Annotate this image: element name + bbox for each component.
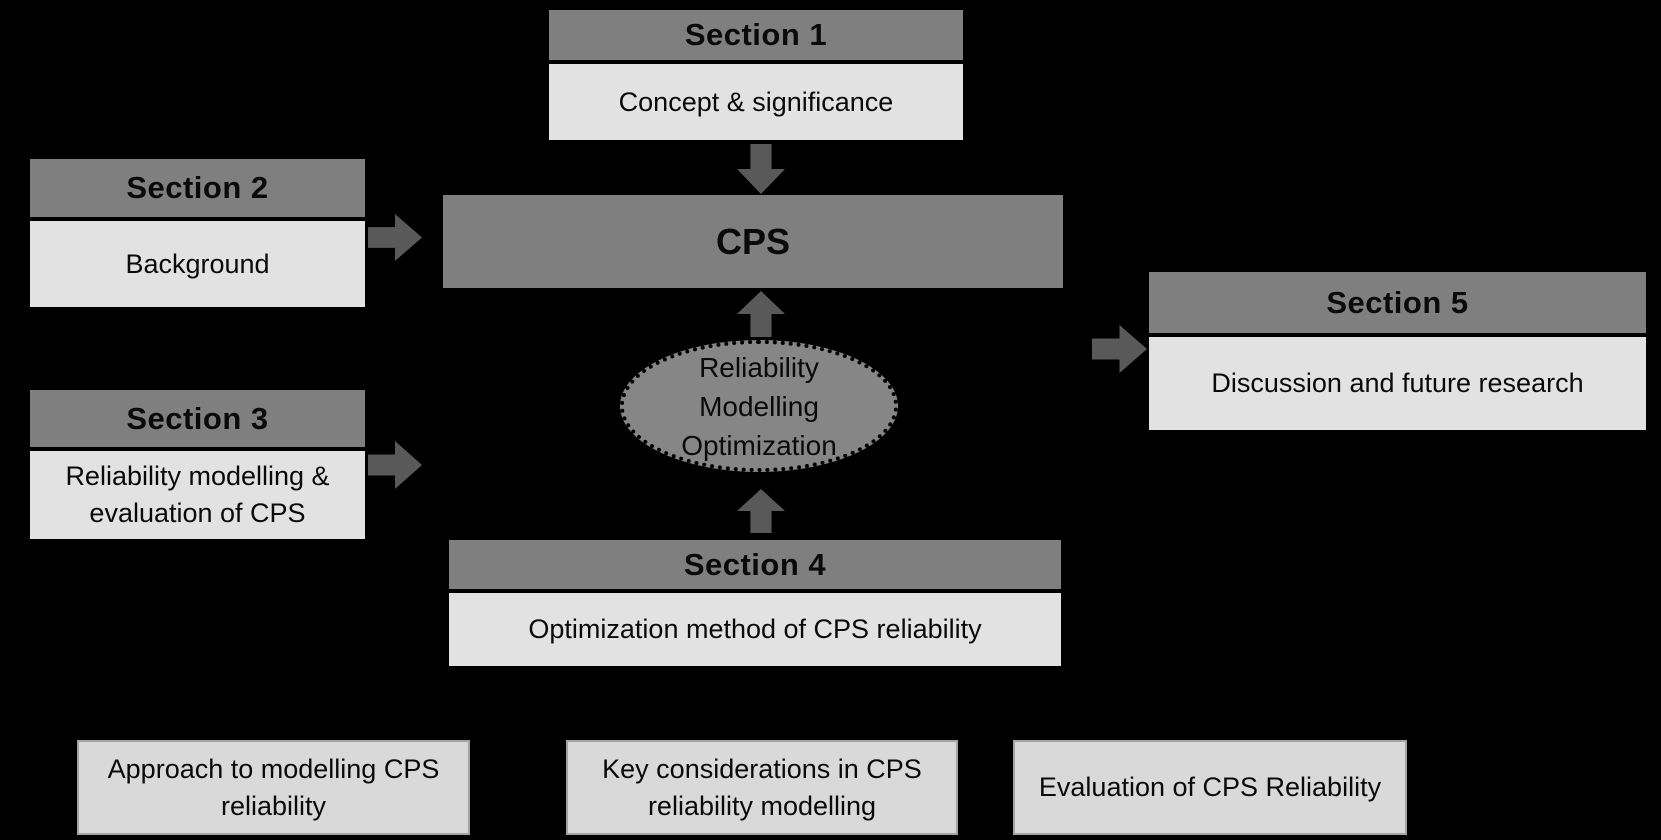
bottom-box-evaluation-label: Evaluation of CPS Reliability bbox=[1038, 772, 1382, 802]
section-1-body-text: Concept & significance bbox=[618, 86, 894, 117]
section-3-body: Reliability modelling & evaluation of CP… bbox=[28, 449, 367, 541]
arrow-section2-to-cps-icon bbox=[368, 214, 422, 261]
section-1-body: Concept & significance bbox=[547, 62, 965, 142]
section-4-header: Section 4 bbox=[447, 538, 1063, 591]
section-2-header: Section 2 bbox=[28, 157, 367, 219]
section-5-header: Section 5 bbox=[1147, 270, 1648, 335]
section-4-body: Optimization method of CPS reliability bbox=[447, 591, 1063, 668]
section-5-body-text: Discussion and future research bbox=[1211, 368, 1584, 398]
arrow-section3-to-ellipse-icon bbox=[368, 441, 422, 489]
section-4-box: Section 4 Optimization method of CPS rel… bbox=[447, 538, 1063, 668]
cps-label: CPS bbox=[715, 220, 791, 262]
bottom-box-approach-label: Approach to modelling CPS reliability bbox=[107, 753, 440, 821]
arrow-section1-to-cps-icon bbox=[737, 144, 785, 194]
arrow-section4-to-ellipse-icon bbox=[737, 489, 785, 533]
section-5-box: Section 5 Discussion and future research bbox=[1147, 270, 1648, 432]
section-2-body: Background bbox=[28, 219, 367, 309]
section-5-body: Discussion and future research bbox=[1147, 335, 1648, 432]
section-3-header: Section 3 bbox=[28, 388, 367, 449]
bottom-box-approach-modelling: Approach to modelling CPS reliability bbox=[77, 740, 470, 835]
section-1-box: Section 1 Concept & significance bbox=[547, 8, 965, 142]
section-3-box: Section 3 Reliability modelling & evalua… bbox=[28, 388, 367, 541]
cps-box: CPS bbox=[443, 195, 1063, 288]
section-1-title: Section 1 bbox=[684, 17, 828, 52]
section-2-body-text: Background bbox=[125, 248, 270, 279]
arrow-ellipse-to-cps-icon bbox=[737, 291, 785, 337]
section-5-title: Section 5 bbox=[1326, 284, 1469, 320]
section-2-title: Section 2 bbox=[126, 170, 269, 205]
ellipse-line-3: Optimization bbox=[681, 429, 837, 461]
section-3-body-text: Reliability modelling & evaluation of CP… bbox=[65, 461, 330, 528]
ellipse-line-1: Reliability bbox=[699, 351, 819, 383]
section-2-box: Section 2 Background bbox=[28, 157, 367, 309]
section-3-title: Section 3 bbox=[126, 400, 269, 436]
section-4-body-text: Optimization method of CPS reliability bbox=[528, 614, 982, 644]
bottom-box-key-considerations: Key considerations in CPS reliability mo… bbox=[566, 740, 958, 835]
section-4-title: Section 4 bbox=[683, 546, 827, 582]
arrow-cps-to-section5-icon bbox=[1092, 325, 1147, 373]
reliability-modelling-optimization-ellipse: Reliability Modelling Optimization bbox=[620, 340, 898, 472]
section-1-header: Section 1 bbox=[547, 8, 965, 62]
ellipse-line-2: Modelling bbox=[699, 390, 819, 422]
bottom-box-key-considerations-label: Key considerations in CPS reliability mo… bbox=[602, 753, 922, 821]
bottom-box-evaluation: Evaluation of CPS Reliability bbox=[1013, 740, 1407, 835]
